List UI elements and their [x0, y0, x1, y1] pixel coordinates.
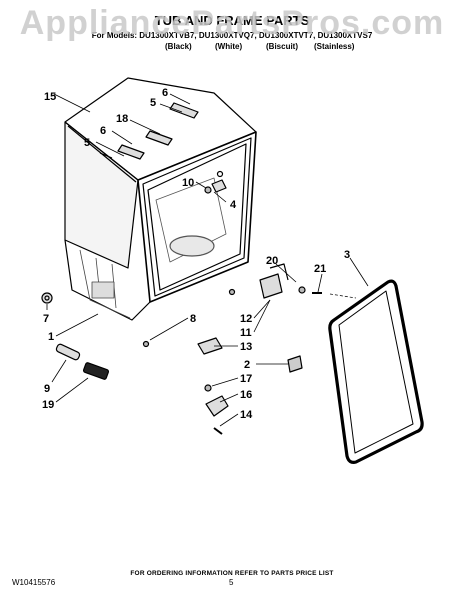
variant-white: (White) — [215, 42, 243, 51]
callout-11: 11 — [240, 327, 252, 339]
callout-12: 12 — [240, 313, 252, 325]
callout-21: 21 — [314, 263, 326, 275]
callout-7: 7 — [43, 313, 49, 325]
model-list: For Models: DU1300XTVB7, DU1300XTVQ7, DU… — [91, 31, 373, 40]
variant-stainless: (Stainless) — [314, 42, 355, 51]
callout-6a: 6 — [162, 87, 168, 99]
callout-5a: 5 — [150, 97, 156, 109]
callout-10: 10 — [182, 177, 194, 189]
callout-5b: 5 — [84, 137, 90, 149]
callout-9: 9 — [44, 383, 50, 395]
callout-19: 19 — [42, 399, 54, 411]
variant-black: (Black) — [165, 42, 192, 51]
callout-16: 16 — [240, 389, 252, 401]
page-number: 5 — [229, 578, 234, 587]
callout-18: 18 — [116, 113, 128, 125]
tub-assembly — [64, 77, 257, 321]
color-variants: (Black) (White) (Biscuit) (Stainless) — [0, 42, 464, 54]
callout-1: 1 — [48, 331, 54, 343]
callout-13: 13 — [240, 341, 252, 353]
callout-6b: 6 — [100, 125, 106, 137]
leader-lines — [46, 93, 369, 427]
ordering-info: FOR ORDERING INFORMATION REFER TO PARTS … — [130, 570, 334, 577]
door-gasket — [328, 279, 424, 464]
callout-8: 8 — [190, 313, 196, 325]
callout-14: 14 — [240, 409, 253, 421]
document-number: W10415576 — [12, 578, 56, 587]
callout-20: 20 — [266, 255, 278, 267]
callout-15: 15 — [44, 91, 56, 103]
page-title: TUB AND FRAME PARTS — [154, 13, 310, 28]
variant-biscuit: (Biscuit) — [266, 42, 298, 51]
callout-4: 4 — [230, 199, 237, 211]
callout-3: 3 — [344, 249, 350, 261]
callout-17: 17 — [240, 373, 252, 385]
callout-2: 2 — [244, 359, 250, 371]
